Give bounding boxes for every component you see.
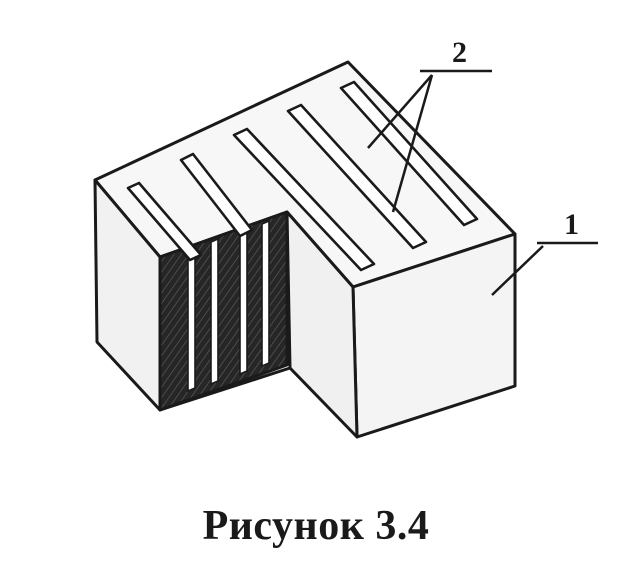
callout-2: 2 <box>367 36 492 213</box>
top-slot <box>126 181 203 262</box>
block-notch-side-face <box>285 210 359 439</box>
figure-caption: Рисунок 3.4 <box>202 503 430 549</box>
section-slot <box>239 227 248 376</box>
callout-2-leader <box>391 74 434 213</box>
top-slot <box>179 152 254 238</box>
section-slots <box>187 219 270 393</box>
callout-1: 1 <box>491 208 598 296</box>
callout-1-leader <box>491 245 544 296</box>
callout-2-leader <box>367 74 433 149</box>
callout-2-label: 2 <box>452 36 467 69</box>
section-slot <box>261 219 270 368</box>
section-slot <box>187 245 196 393</box>
notch-bottom-edge <box>158 366 292 412</box>
section-slot <box>210 237 219 386</box>
top-slot <box>232 127 376 272</box>
top-slots <box>126 80 479 272</box>
top-slot <box>286 103 428 250</box>
callout-1-label: 1 <box>564 208 579 241</box>
